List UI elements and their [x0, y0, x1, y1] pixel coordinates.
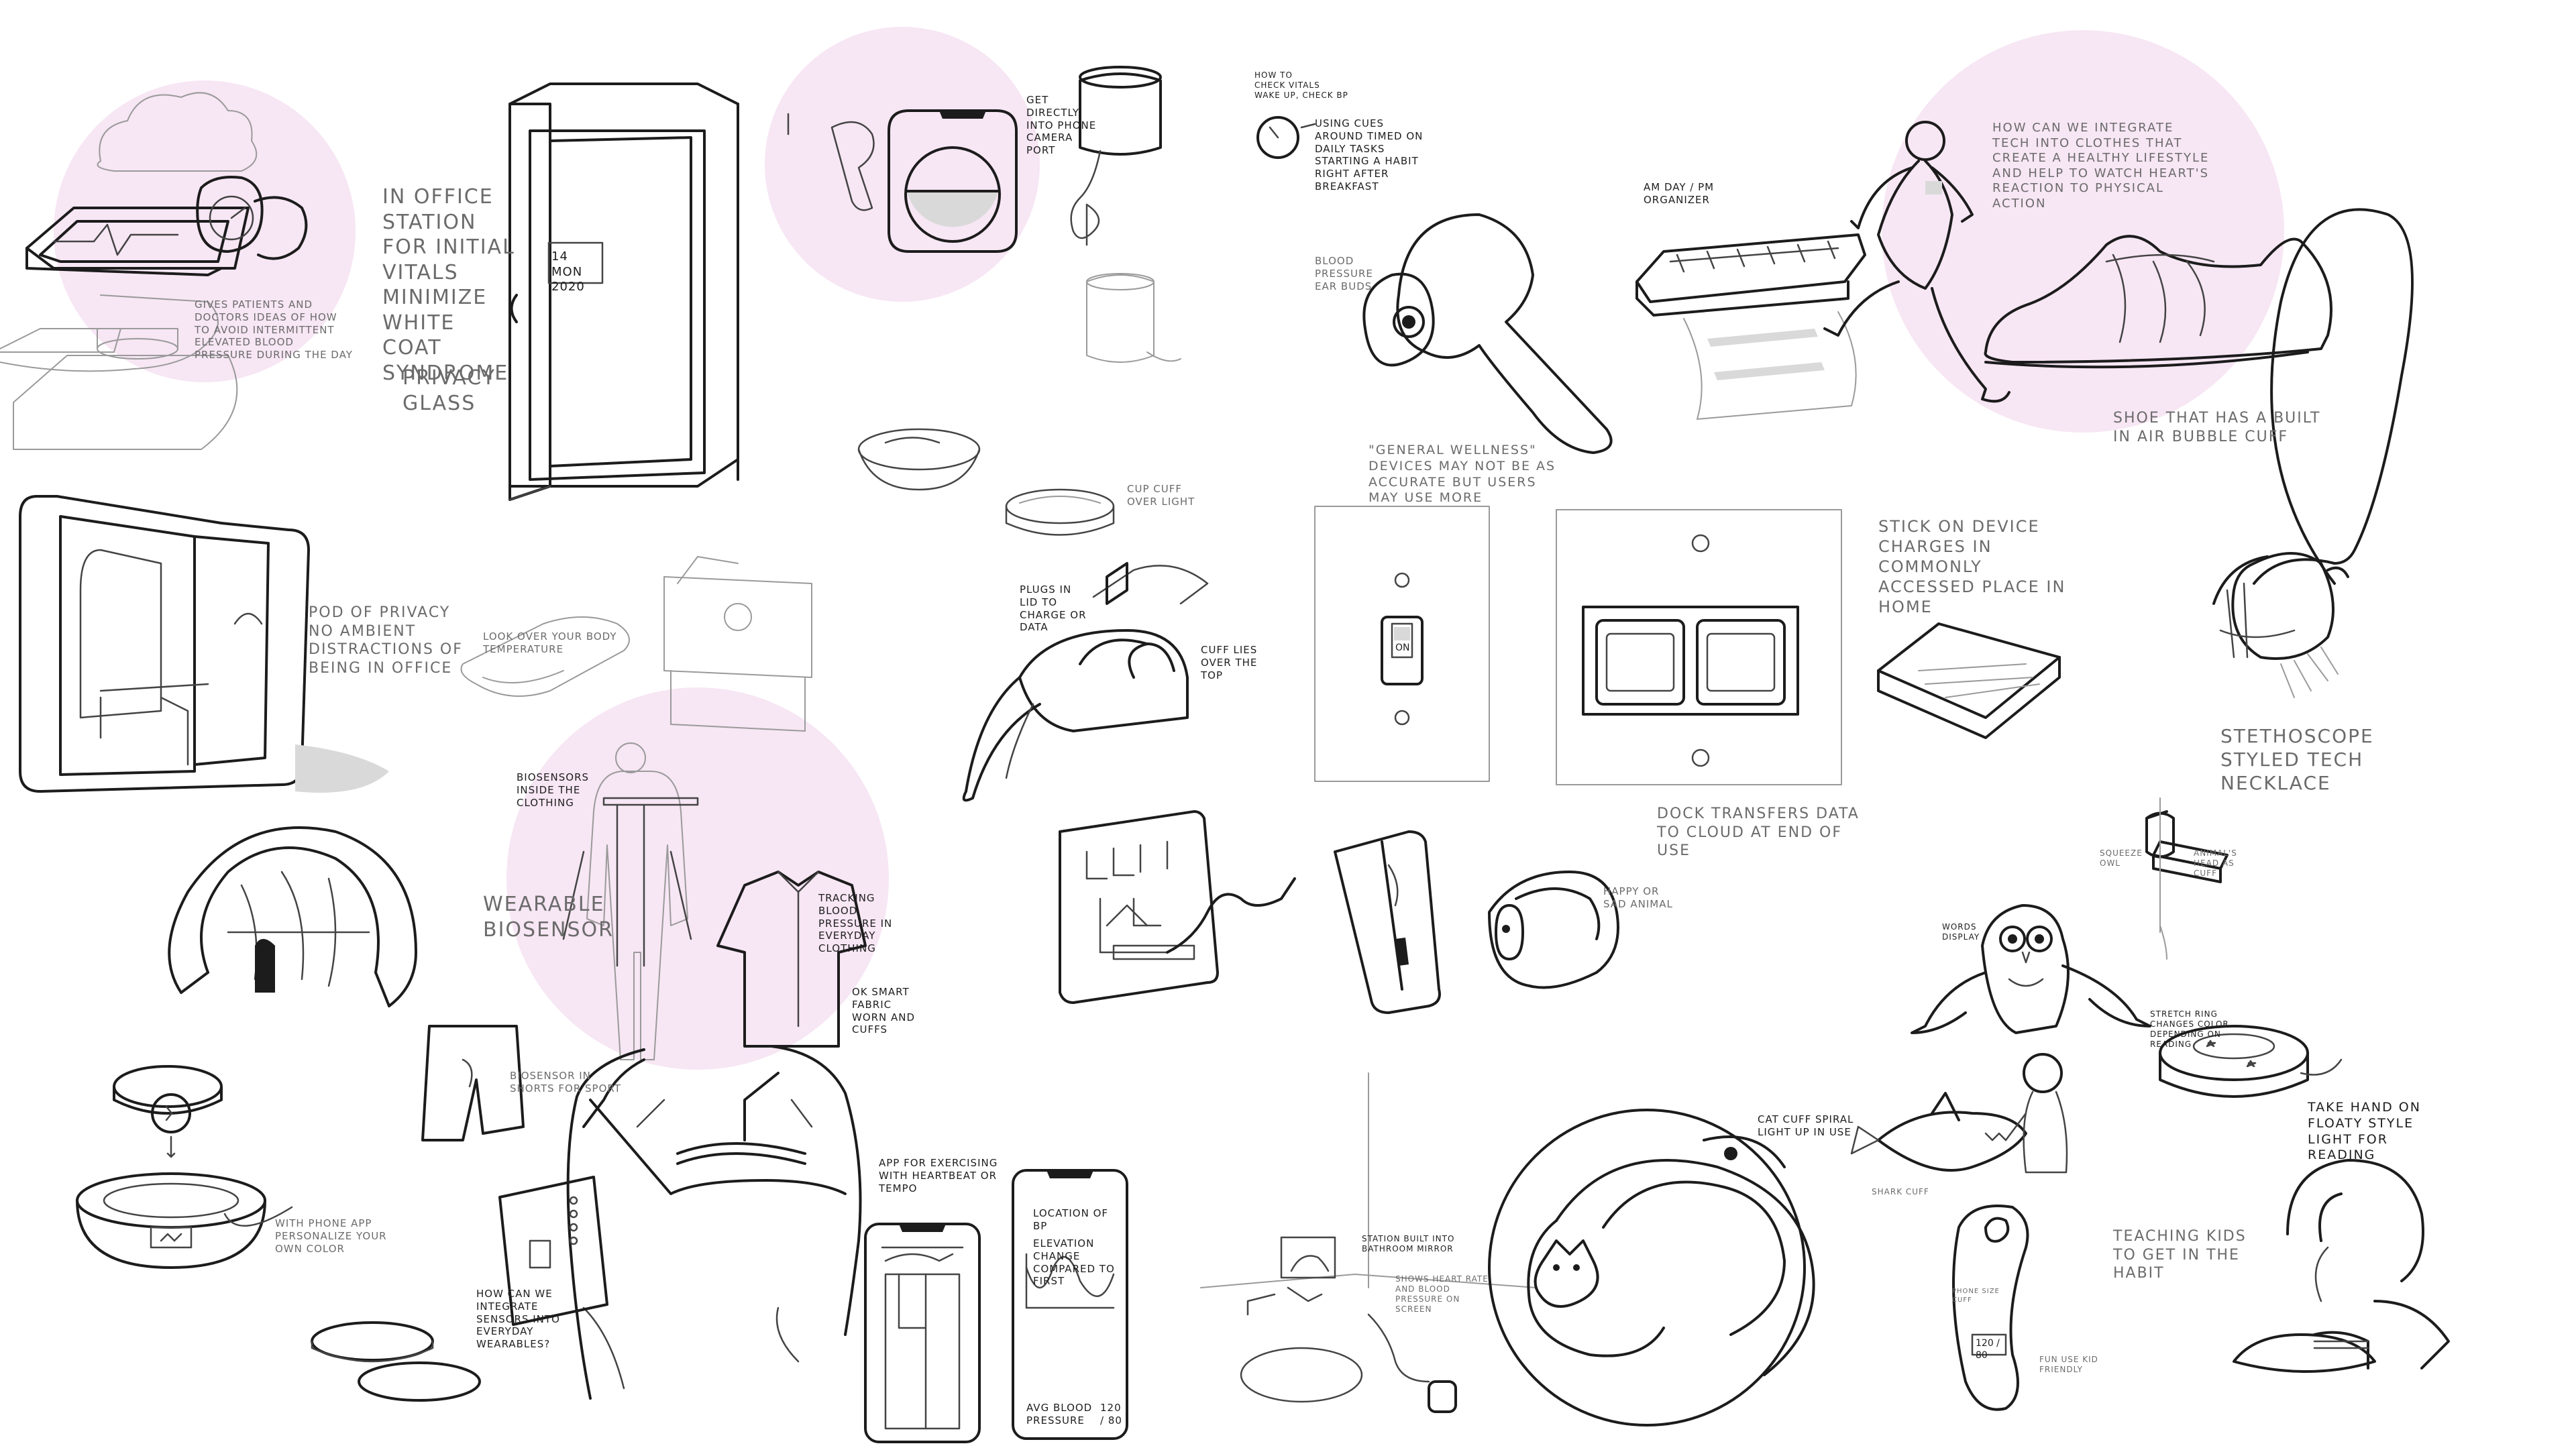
bio-suit-icon [562, 742, 699, 1060]
bp-device-note: Gives patients and doctors ideas of how … [195, 298, 353, 361]
watch-ring-icon [1488, 871, 1619, 989]
cuff-note: Cuff lies over the top [1201, 644, 1258, 681]
child-reading-icon [2233, 1159, 2450, 1373]
lamp-note-2: Stretch ring changes color depending on … [2150, 1009, 2229, 1049]
bowl-cuff [857, 428, 981, 491]
shorts-icon [421, 1025, 525, 1141]
shoe-note: Shoe that has a built in air bubble cuff [2113, 410, 2321, 445]
app-bp-value: 120 / 80 [1100, 1402, 1122, 1427]
dock-transfer-note: Dock transfers data to cloud at end of u… [1657, 805, 1860, 859]
smartwatch-icon [196, 176, 308, 260]
base-station [0, 294, 238, 450]
wall-panel-icon [498, 1176, 608, 1326]
cup-note: Cup cuff over light [1127, 483, 1195, 508]
alarm-clock-icon [1256, 116, 1316, 159]
shark-toy-icon [1850, 1092, 2027, 1172]
alarm-sub-note: Wake up, check bp [1254, 91, 1348, 100]
ring-dock-note: With phone app personalize your own colo… [275, 1217, 387, 1255]
stick-on-device-icon [1877, 622, 2061, 739]
bracelets-icon [311, 1321, 481, 1402]
smart-shoe-icon [1984, 235, 2332, 369]
ring-dock-icon [76, 1065, 293, 1269]
bathroom-note-2: Shows heart rate and blood pressure on s… [1395, 1274, 1489, 1314]
owl-note: Words display [1942, 922, 1980, 942]
phone-app-icon [864, 1169, 1128, 1443]
runner-icon [1823, 121, 2010, 403]
privacy-booth-icon [508, 82, 739, 501]
phone-cuff-reading: 120 / 80 [1976, 1338, 2000, 1361]
watch-note: Happy or sad animal [1603, 885, 1673, 910]
shirt-icon [716, 871, 867, 1048]
cup-cuff-icon [1005, 488, 1115, 536]
app-elevation: Elevation change compared to first [1033, 1237, 1115, 1288]
phone-cuff-fun-note: Fun use kid friendly [2039, 1355, 2098, 1374]
teach-kids-note: Teaching kids to get in the habit [2113, 1228, 2247, 1282]
alarm-note: How to check vitals [1254, 70, 1320, 90]
stethoscope-note: Stethoscope styled tech necklace [2220, 725, 2374, 794]
handheld-device-icon [1334, 830, 1441, 1014]
bathroom-mirror-icon [1200, 1072, 1537, 1413]
app-title: App for exercising with heartbeat or tem… [879, 1157, 998, 1194]
cat-ring-icon [1488, 1109, 1815, 1427]
wearable-biosensor-note: Wearable biosensor [483, 893, 614, 942]
plug-strap [1092, 562, 1209, 605]
bathroom-note: Station built into bathroom mirror [1362, 1234, 1455, 1253]
clothes-question: How can we integrate tech into clothes t… [1992, 121, 2210, 211]
phone-cuff-note: Phone size cuff [1952, 1288, 2000, 1304]
phone-note: Get directly into phone camera port [1026, 94, 1097, 156]
app-location: Location of bp [1033, 1207, 1109, 1232]
kid-lamp-note: Take hand on floaty style light for read… [2308, 1100, 2421, 1163]
star-lamp-icon [2159, 1025, 2343, 1098]
office-pod-icon [19, 495, 389, 793]
pill-organizer-icon [1635, 233, 1866, 420]
tracking-bp-note: Tracking blood pressure in everyday clot… [818, 892, 893, 954]
owl-plush-icon [1911, 904, 2151, 1034]
pod-privacy-note: Pod of privacy no ambient distractions o… [309, 604, 463, 677]
dome-pod-icon [168, 826, 417, 1007]
stethoscope-necklace-icon [2212, 208, 2414, 698]
pill-organizer-note: Am day / pm organizer [1644, 181, 1715, 206]
lamp-note: Animal's head as cuff [2194, 848, 2237, 878]
cat-cuff-note: Cat cuff spiral light up in use [1758, 1113, 1854, 1138]
general-wellness-note: "General wellness" devices may not be as… [1368, 443, 1556, 506]
sink-station [460, 556, 812, 732]
alarm-detail-note: Using cues around timed on daily tasks s… [1315, 117, 1424, 192]
in-office-note: In office station for initial vitals min… [382, 185, 515, 385]
ear-bud-icon [1362, 213, 1613, 454]
charging-hub [1059, 810, 1296, 1004]
outlet-dock-icon [1556, 509, 1842, 785]
blood-pressure-monitor-icon [25, 92, 258, 276]
shorts-note: Biosensor in shorts for sport [510, 1070, 621, 1095]
earbud-note: Blood pressure ear buds [1315, 255, 1373, 292]
light-switch-icon [1314, 506, 1490, 782]
arm-cuff-icon [962, 629, 1189, 802]
phone-cuff-icon [1952, 1205, 2029, 1411]
switch-label: ON [1395, 643, 1410, 653]
app-bp-label: Avg blood pressure [1026, 1402, 1093, 1427]
shark-note: Shark cuff [1872, 1187, 1929, 1196]
child-figure-icon [2004, 1053, 2068, 1174]
torso-sensor-icon [566, 1045, 862, 1400]
plug-note: Plugs in lid to charge or data [1020, 583, 1087, 634]
owl-note-2: Squeeze owl [2100, 848, 2143, 868]
stick-on-note: Stick on device charges in commonly acce… [1878, 517, 2066, 616]
booth-time-readout: 14 Mon 2020 [551, 249, 585, 294]
privacy-glass-note: Privacy glass [402, 366, 496, 415]
biosensor-skeleton-note: Biosensors inside the clothing [517, 771, 590, 809]
smart-fabric-note: Ok smart fabric worn and cuffs [852, 986, 916, 1036]
smart-cup-icon [1070, 66, 1181, 363]
sink-note: Look over your body temperature [483, 630, 617, 655]
integrate-question: How can we integrate sensors into everyd… [476, 1288, 560, 1350]
phone-bp-icon [787, 109, 1018, 253]
clip-sensor [2145, 797, 2175, 960]
